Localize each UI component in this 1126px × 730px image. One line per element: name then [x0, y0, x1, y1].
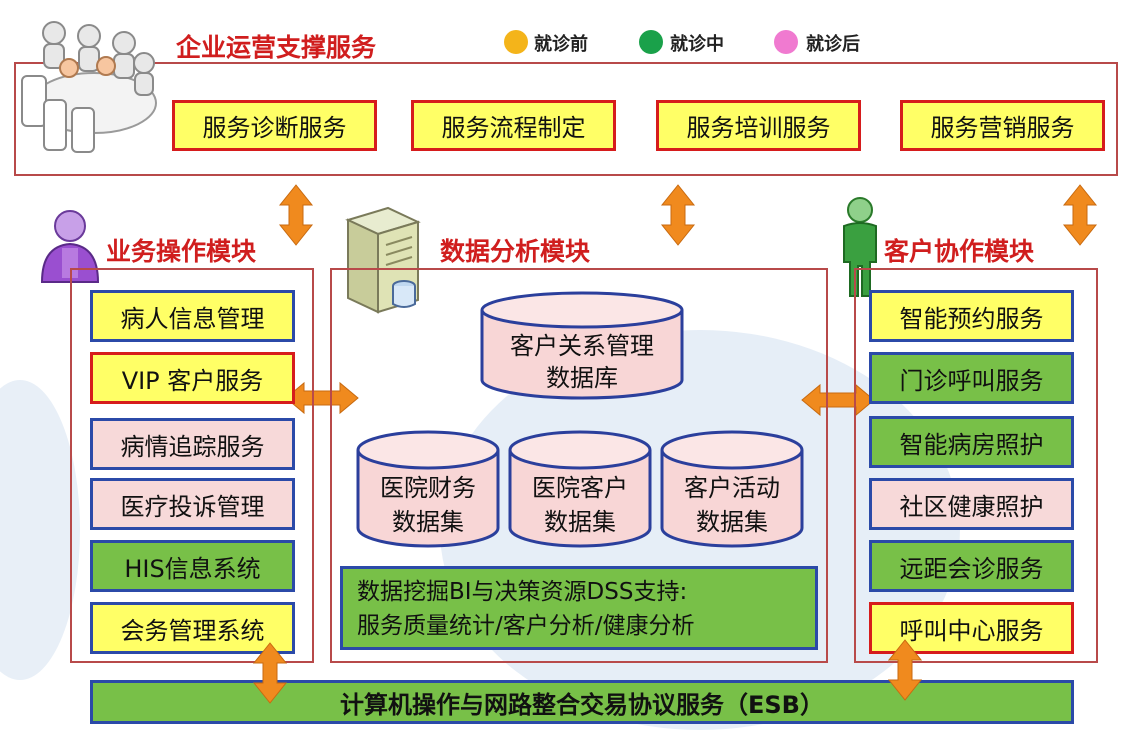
person-green-icon — [843, 197, 877, 297]
left-module-title: 业务操作模块 — [106, 237, 257, 266]
crm-database: 客户关系管理 数据库 — [479, 290, 685, 400]
meeting-people-icon — [21, 21, 157, 153]
legend-label-after: 就诊后 — [806, 34, 860, 55]
bi-dss-support-line1: 数据挖掘BI与决策资源DSS支持: — [357, 579, 688, 605]
legend-dot-after — [774, 30, 798, 54]
esb-service-bar: 计算机操作与网路整合交易协议服务（ESB） — [90, 680, 1074, 724]
top-frame — [14, 62, 1118, 176]
dataset-finance-line1: 医院财务 — [380, 474, 476, 502]
arrow-top-right — [1063, 184, 1097, 246]
left-item-patient-info: 病人信息管理 — [90, 290, 295, 342]
left-item-his: HIS信息系统 — [90, 540, 295, 592]
top-section-title: 企业运营支撑服务 — [176, 33, 377, 62]
arrow-top-center — [661, 184, 695, 246]
dataset-customer: 医院客户 数据集 — [507, 428, 653, 548]
bi-dss-support-box: 数据挖掘BI与决策资源DSS支持: 服务质量统计/客户分析/健康分析 — [340, 566, 818, 650]
arrow-top-left — [279, 184, 313, 246]
right-module-frame — [854, 268, 1098, 663]
legend-label-before: 就诊前 — [534, 34, 588, 55]
right-item-appointment: 智能预约服务 — [869, 290, 1074, 342]
dataset-customer-line1: 医院客户 — [532, 474, 628, 502]
right-item-call-center: 呼叫中心服务 — [869, 602, 1074, 654]
dataset-finance-line2: 数据集 — [392, 508, 464, 536]
crm-database-label-line2: 数据库 — [546, 364, 618, 392]
dataset-activity-line1: 客户活动 — [684, 474, 780, 502]
top-item-process: 服务流程制定 — [411, 100, 616, 151]
dataset-finance: 医院财务 数据集 — [355, 428, 501, 548]
dataset-activity-line2: 数据集 — [696, 508, 768, 536]
top-item-diagnosis: 服务诊断服务 — [172, 100, 377, 151]
dataset-activity: 客户活动 数据集 — [659, 428, 805, 548]
legend-dot-before — [504, 30, 528, 54]
legend-label-during: 就诊中 — [670, 34, 724, 55]
left-module-frame — [70, 268, 314, 663]
right-item-community-care: 社区健康照护 — [869, 478, 1074, 530]
left-item-meeting: 会务管理系统 — [90, 602, 295, 654]
person-purple-icon — [40, 210, 100, 283]
right-item-outpatient-call: 门诊呼叫服务 — [869, 352, 1074, 404]
right-item-remote-consult: 远距会诊服务 — [869, 540, 1074, 592]
legend-dot-during — [639, 30, 663, 54]
right-item-ward-care: 智能病房照护 — [869, 416, 1074, 468]
top-item-marketing: 服务营销服务 — [900, 100, 1105, 151]
left-item-tracking: 病情追踪服务 — [90, 418, 295, 470]
crm-database-label-line1: 客户关系管理 — [510, 332, 654, 360]
center-module-frame — [330, 268, 828, 663]
bi-dss-support-line2: 服务质量统计/客户分析/健康分析 — [357, 613, 695, 639]
center-module-title: 数据分析模块 — [440, 237, 591, 266]
left-item-complaint: 医疗投诉管理 — [90, 478, 295, 530]
left-item-vip: VIP 客户服务 — [90, 352, 295, 404]
dataset-customer-line2: 数据集 — [544, 508, 616, 536]
right-module-title: 客户协作模块 — [884, 237, 1035, 266]
top-item-training: 服务培训服务 — [656, 100, 861, 151]
server-icon — [345, 206, 421, 314]
